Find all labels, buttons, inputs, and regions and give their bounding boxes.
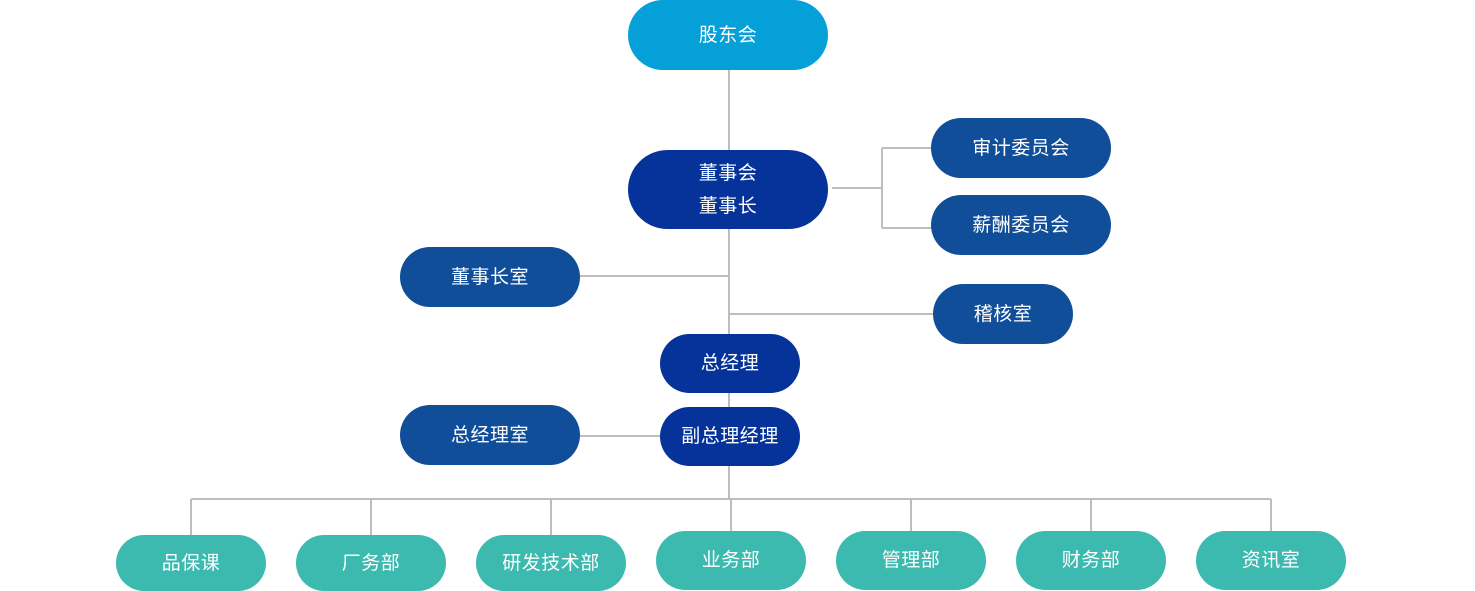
node-department-1: 品保课: [116, 535, 266, 591]
node-gm-office-label: 总经理室: [450, 423, 529, 446]
node-audit-committee-label: 审计委员会: [972, 136, 1070, 159]
node-chairman-office: 董事长室: [400, 247, 580, 307]
node-gm-office: 总经理室: [400, 405, 580, 465]
department-label: 厂务部: [341, 551, 401, 574]
node-board: 董事会 董事长: [628, 150, 828, 229]
node-board-label-line1: 董事会: [698, 161, 758, 184]
node-chairman-office-label: 董事长室: [450, 265, 529, 288]
node-shareholders: 股东会: [628, 0, 828, 70]
node-compensation-committee: 薪酬委员会: [931, 195, 1111, 255]
node-shareholders-label: 股东会: [698, 23, 758, 46]
department-label: 研发技术部: [502, 551, 600, 574]
node-audit-office-label: 稽核室: [973, 302, 1033, 325]
node-board-label-line2: 董事长: [698, 194, 758, 217]
node-department-2: 厂务部: [296, 535, 446, 591]
node-deputy-gm: 副总理经理: [660, 407, 800, 466]
node-general-manager: 总经理: [660, 334, 800, 393]
department-label: 业务部: [701, 549, 761, 571]
node-department-4: 业务部: [656, 531, 806, 590]
node-department-3: 研发技术部: [476, 535, 626, 591]
node-compensation-committee-label: 薪酬委员会: [972, 213, 1070, 236]
department-label: 管理部: [881, 549, 941, 571]
node-general-manager-label: 总经理: [700, 352, 760, 374]
department-label: 资讯室: [1241, 549, 1301, 571]
node-department-5: 管理部: [836, 531, 986, 590]
node-audit-office: 稽核室: [933, 284, 1073, 344]
node-audit-committee: 审计委员会: [931, 118, 1111, 178]
node-department-7: 资讯室: [1196, 531, 1346, 590]
node-deputy-gm-label: 副总理经理: [681, 425, 779, 447]
department-label: 品保课: [161, 551, 221, 574]
department-label: 财务部: [1061, 549, 1121, 571]
node-department-6: 财务部: [1016, 531, 1166, 590]
